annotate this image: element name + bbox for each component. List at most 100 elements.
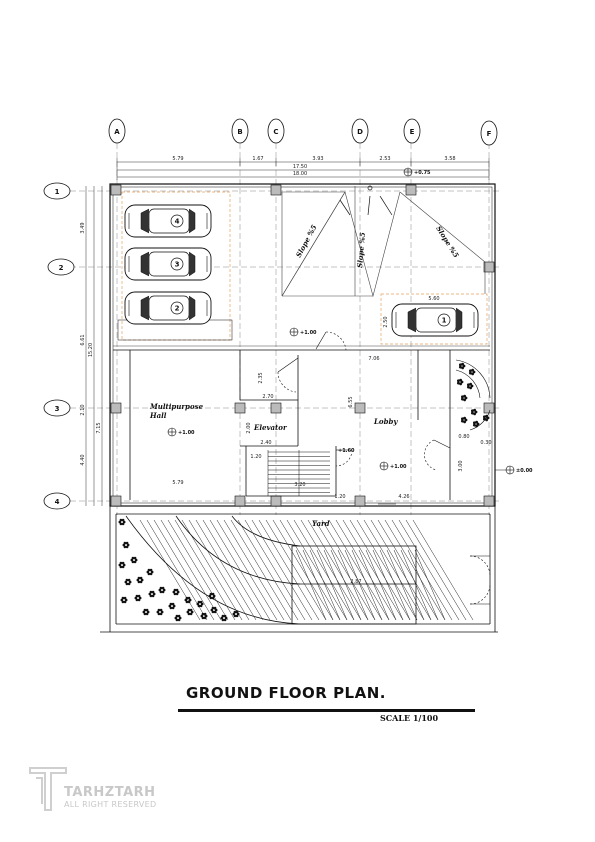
tree-icon	[172, 588, 180, 596]
tree-icon	[186, 608, 194, 616]
car-number: 3	[175, 261, 180, 269]
car-number: 2	[175, 305, 180, 313]
svg-text:+1.00: +1.00	[178, 430, 195, 436]
tree-icon	[220, 614, 228, 622]
shrub-icon	[470, 408, 478, 416]
svg-text:5.79: 5.79	[172, 156, 183, 162]
yard-trees	[118, 518, 240, 622]
interior-walls	[129, 350, 451, 500]
shrub-icon	[460, 394, 468, 402]
parking-divider	[113, 345, 490, 351]
svg-text:18.00: 18.00	[293, 171, 307, 177]
tree-icon	[232, 610, 240, 618]
car: 1	[391, 303, 479, 337]
watermark-brand: TARHZTARH	[64, 785, 156, 800]
shrub-icon	[456, 378, 464, 386]
svg-text:2.53: 2.53	[379, 156, 390, 162]
svg-text:6.55: 6.55	[348, 396, 354, 407]
row-axis-bubbles	[43, 182, 75, 510]
doors	[277, 357, 451, 505]
room-label-multipurpose-line2: Hall	[149, 411, 167, 420]
left-dimension-texts: 3.49 6.61 15.20 2.10 7.15 4.40	[80, 222, 102, 465]
svg-text:2.35: 2.35	[258, 372, 264, 383]
axis-label-2: 2	[59, 264, 64, 272]
room-label-multipurpose-line1: Multipurpose	[149, 402, 204, 411]
axis-label-4: 4	[55, 498, 60, 506]
tree-icon	[134, 594, 142, 602]
svg-text:3.49: 3.49	[80, 222, 86, 233]
staircase	[267, 450, 330, 496]
interior-dimension-texts: 7.06 2.35 2.70 2.00 2.40 6.55 1.20 3.20 …	[172, 356, 491, 500]
axis-label-1: 1	[55, 188, 60, 196]
level-marker-parking: +1.00	[289, 327, 317, 337]
tree-icon	[130, 556, 138, 564]
room-label-lobby: Lobby	[373, 417, 398, 426]
svg-text:4.26: 4.26	[398, 494, 409, 500]
column-axis-labels: A B C D E F	[114, 128, 491, 138]
svg-text:2.00: 2.00	[246, 422, 252, 433]
svg-text:2.40: 2.40	[260, 440, 271, 446]
axis-label-e: E	[410, 128, 415, 136]
svg-text:0.30: 0.30	[480, 440, 491, 446]
top-dimension-texts: 5.79 1.67 3.93 2.53 3.58 17.50 18.00	[172, 156, 455, 177]
parking-spot-width: 5.60	[428, 296, 439, 302]
axis-label-3: 3	[55, 405, 60, 413]
room-label-yard: Yard	[312, 519, 330, 528]
level-marker-stair: +1.60	[338, 448, 355, 454]
logo-icon	[29, 767, 67, 811]
level-marker-lobby: +1.00	[379, 461, 407, 471]
tree-icon	[124, 578, 132, 586]
drawing-scale: SCALE 1/100	[380, 713, 439, 723]
parking-door	[315, 331, 347, 351]
yard-hatching	[139, 519, 474, 621]
row-axis-labels: 1 2 3 4	[55, 188, 64, 506]
watermark-rights: ALL RIGHT RESERVED	[64, 800, 157, 809]
grid-lines	[70, 143, 500, 515]
slope-label-1: Slope %5	[294, 223, 319, 259]
svg-text:4.40: 4.40	[80, 454, 86, 465]
svg-text:6.61: 6.61	[80, 334, 86, 345]
yard-gates	[469, 555, 491, 605]
svg-text:17.50: 17.50	[293, 164, 307, 170]
tree-icon	[136, 576, 144, 584]
yard-dimension: 2.87	[350, 579, 361, 585]
ramp-top-level: +0.75	[403, 167, 431, 177]
car: 2	[124, 291, 212, 325]
svg-text:7.06: 7.06	[368, 356, 379, 362]
level-marker-street: ±0.00	[495, 465, 533, 475]
svg-text:+1.60: +1.60	[338, 448, 355, 454]
svg-text:3.93: 3.93	[312, 156, 323, 162]
svg-text:3.20: 3.20	[294, 482, 305, 488]
level-marker-hall: +1.00	[167, 427, 195, 437]
svg-text:15.20: 15.20	[88, 343, 94, 357]
structural-columns	[110, 184, 495, 507]
shrub-icon	[466, 382, 474, 390]
car: 4	[124, 204, 212, 238]
shrub-icon	[460, 416, 468, 424]
tree-icon	[168, 602, 176, 610]
title-underline	[178, 709, 475, 712]
axis-label-d: D	[357, 128, 363, 136]
tree-icon	[210, 606, 218, 614]
left-dimension-lines	[85, 186, 103, 506]
slope-label-3: Slope %5	[434, 224, 461, 259]
svg-text:2.70: 2.70	[262, 394, 273, 400]
parked-cars: 4 3 2 1	[124, 204, 479, 337]
svg-text:1.20: 1.20	[250, 454, 261, 460]
tree-icon	[148, 590, 156, 598]
slope-label-2: Slope %5	[355, 232, 367, 268]
tree-icon	[208, 592, 216, 600]
room-labels: Multipurpose Hall Elevator Lobby Yard	[149, 402, 398, 528]
tree-icon	[184, 596, 192, 604]
parking-spot-depth: 2.50	[383, 316, 389, 327]
shrub-icon	[472, 420, 480, 428]
shrub-icon	[458, 362, 466, 370]
top-dimension-lines	[116, 158, 490, 180]
tree-icon	[156, 608, 164, 616]
tree-icon	[142, 608, 150, 616]
tree-icon	[174, 614, 182, 622]
tree-icon	[158, 586, 166, 594]
drawing-title: GROUND FLOOR PLAN.	[186, 684, 386, 702]
